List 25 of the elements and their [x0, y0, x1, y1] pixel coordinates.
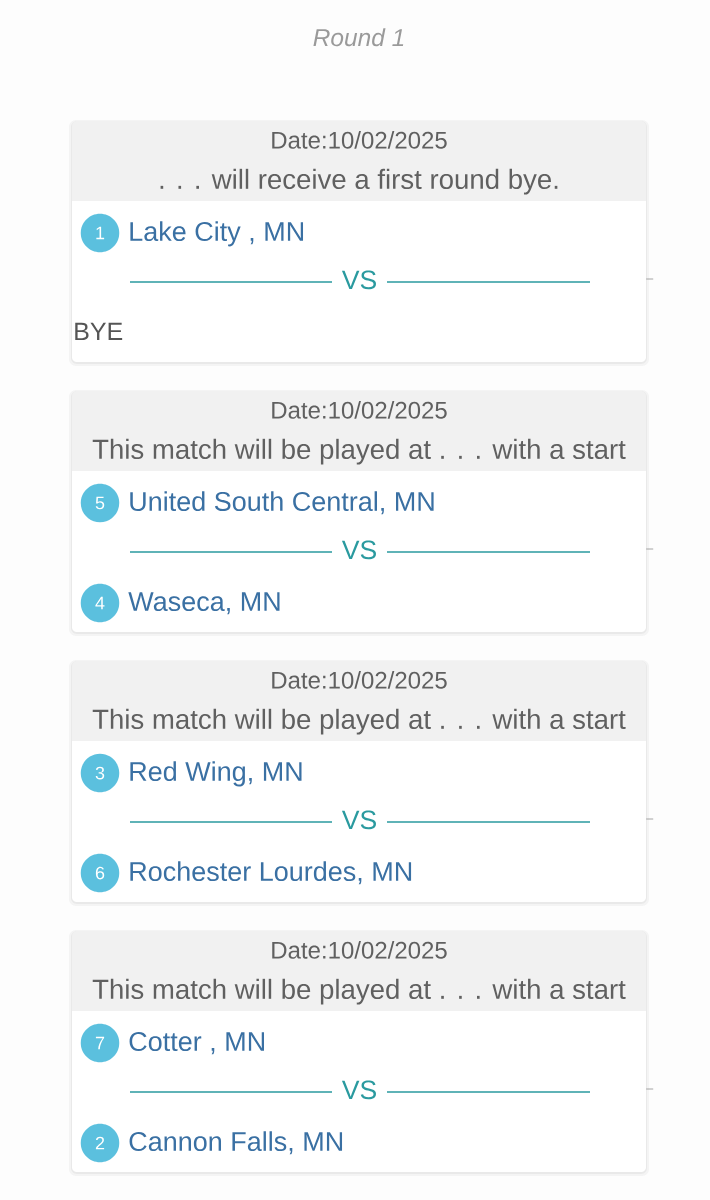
- match-note: . . . will receive a first round bye.: [160, 168, 558, 195]
- team-name: Rochester Lourdes, MN: [130, 861, 412, 885]
- date-text: Date:10/02/2025: [272, 401, 447, 419]
- date-text: Date:10/02/2025: [272, 671, 447, 689]
- bracket-line: [645, 278, 654, 280]
- team-name: BYE: [75, 322, 123, 340]
- bracket-line: [645, 548, 654, 550]
- team-name: United South Central, MN: [130, 491, 434, 515]
- match-note: This match will be played at . . . with a start: [92, 978, 626, 1005]
- team-name: Lake City , MN: [130, 221, 303, 247]
- match-note: This match will be played at . . . with a start: [92, 708, 626, 735]
- date-text: Date:10/02/2025: [272, 131, 447, 149]
- team-name: Waseca, MN: [128, 592, 280, 615]
- team-name: Cotter , MN: [129, 1031, 264, 1055]
- vs-text: VS: [341, 1080, 376, 1100]
- bracket-line: [645, 1088, 654, 1090]
- vs-text: VS: [341, 540, 376, 560]
- team-name: Cannon Falls, MN: [129, 1131, 343, 1155]
- bracket-line: [645, 818, 654, 820]
- team-name: Red Wing, MN: [130, 761, 302, 787]
- vs-text: VS: [341, 270, 376, 290]
- date-text: Date:10/02/2025: [272, 941, 447, 959]
- title: Round 1: [313, 28, 404, 47]
- vs-text: VS: [341, 810, 376, 830]
- match-note: This match will be played at . . . with a start: [92, 438, 626, 465]
